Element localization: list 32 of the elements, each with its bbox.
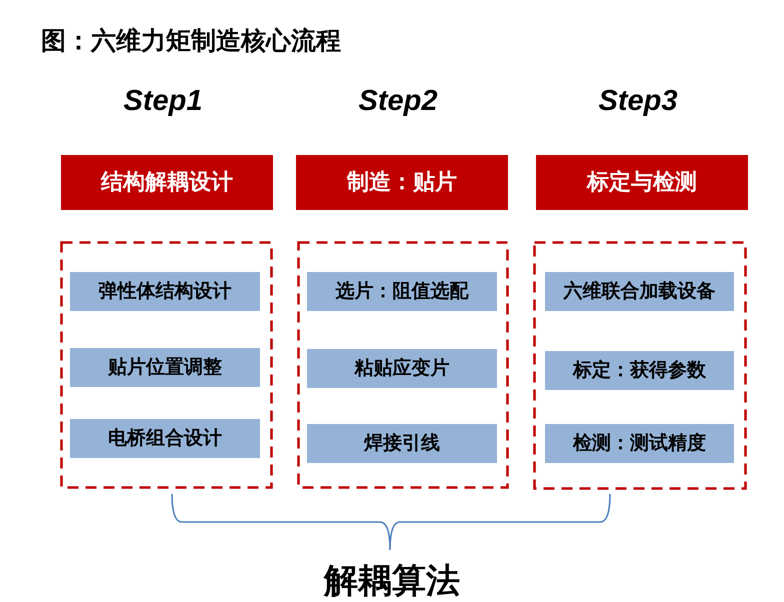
step-label: Step2	[358, 84, 438, 119]
stage-title: 标定与检测	[587, 168, 697, 196]
dashed-group-frame	[533, 241, 747, 490]
stage-header-box	[296, 155, 508, 210]
task-label: 焊接引线	[364, 432, 440, 456]
brace-label: 解耦算法	[324, 560, 460, 602]
stage-title: 结构解耦设计	[101, 168, 233, 196]
stage-title: 制造：贴片	[347, 168, 457, 196]
task-box	[545, 351, 734, 390]
task-box	[70, 348, 260, 387]
task-label: 选片：阻值选配	[336, 280, 468, 304]
task-label: 弹性体结构设计	[98, 280, 232, 304]
stage-header-box	[61, 155, 273, 210]
diagram-title: 图：六维力矩制造核心流程	[41, 25, 341, 56]
task-label: 六维联合加载设备	[564, 280, 716, 304]
task-box	[307, 349, 497, 388]
task-box	[70, 272, 260, 311]
task-box	[545, 272, 734, 311]
task-label: 检测：测试精度	[573, 432, 706, 456]
step-label: Step3	[598, 84, 678, 119]
stage-header-box	[536, 155, 748, 210]
task-box	[545, 424, 734, 463]
task-label: 电桥组合设计	[108, 426, 222, 450]
task-box	[307, 272, 497, 311]
task-label: 贴片位置调整	[108, 356, 222, 380]
task-label: 粘贴应变片	[354, 356, 450, 380]
task-box	[70, 419, 260, 458]
task-label: 标定：获得参数	[573, 358, 706, 382]
task-box	[307, 424, 497, 463]
dashed-group-frame	[297, 241, 509, 489]
step-label: Step1	[124, 84, 202, 119]
dashed-group-frame	[60, 241, 273, 489]
